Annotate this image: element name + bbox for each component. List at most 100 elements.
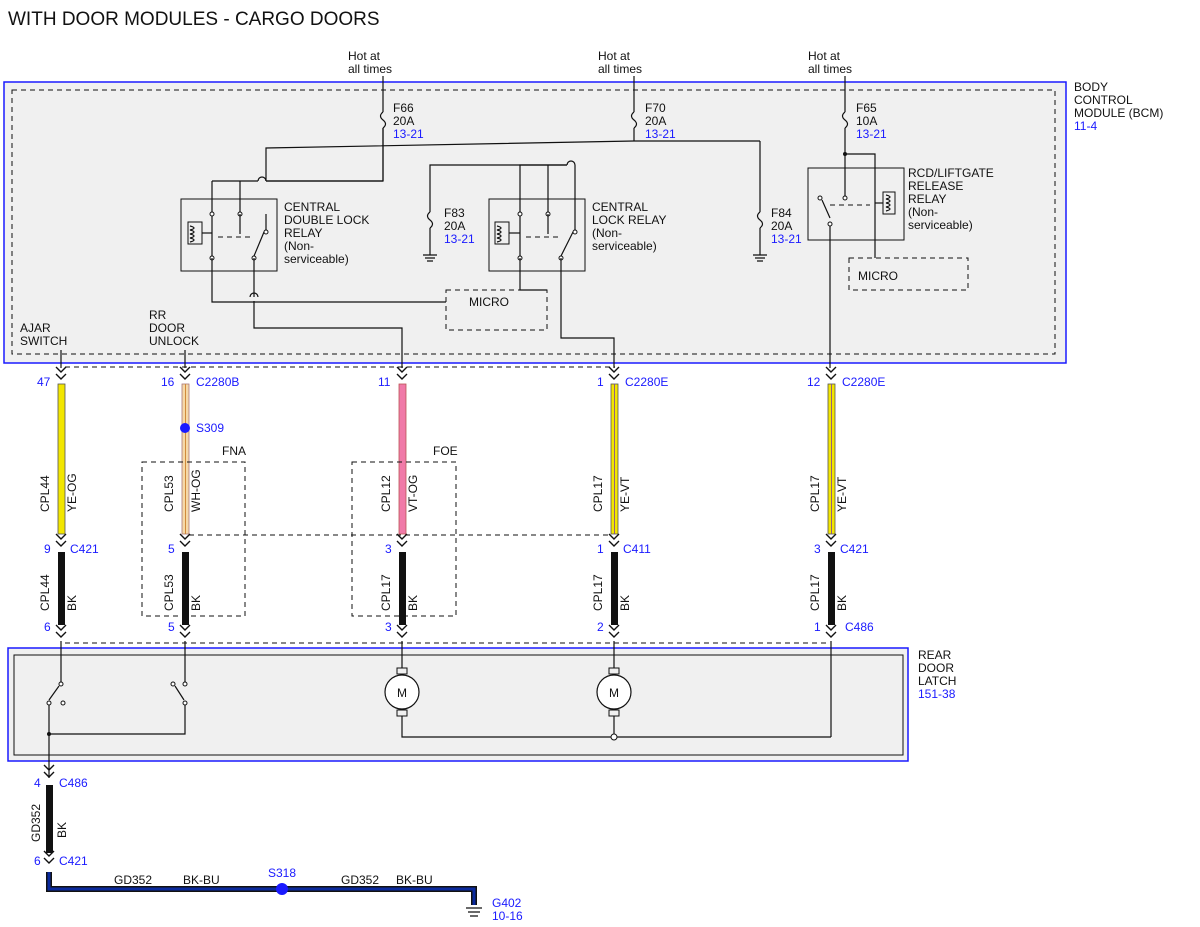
pin-mid-c1: 9 bbox=[44, 542, 51, 556]
ground-circuit: GD352 bbox=[29, 804, 43, 842]
splice-s318-label: S318 bbox=[268, 866, 296, 880]
circuit-bot-c3: CPL17 bbox=[379, 574, 393, 611]
color-top-c1: YE-OG bbox=[65, 473, 79, 512]
connector-bot-c2 bbox=[179, 624, 191, 638]
pin-mid-c5: 3 bbox=[814, 542, 821, 556]
bcm-inner-dashed bbox=[11, 89, 1056, 355]
pin-bot-c3: 3 bbox=[385, 620, 392, 634]
connector-top-c5 bbox=[825, 366, 837, 380]
color-bot-c3: BK bbox=[406, 595, 420, 611]
pin-mid-c4: 1 bbox=[597, 542, 604, 556]
color-top-c2: WH-OG bbox=[189, 469, 203, 512]
color-top-c4: YE-VT bbox=[618, 476, 632, 512]
color-top-c5: YE-VT bbox=[835, 476, 849, 512]
fuse-f84-rating: 20A bbox=[771, 219, 792, 233]
connector-top-c4 bbox=[608, 366, 620, 380]
circuit-top-c2: CPL53 bbox=[162, 475, 176, 512]
color-bot-c2: BK bbox=[189, 595, 203, 611]
circuit-top-c5: CPL17 bbox=[808, 475, 822, 512]
color-bot-c4: BK bbox=[618, 595, 632, 611]
connector-mid-c5 bbox=[825, 533, 837, 547]
pin-bot-c2: 5 bbox=[168, 620, 175, 634]
ground-f83 bbox=[423, 254, 437, 262]
ground-g402-id: G402 bbox=[492, 896, 522, 910]
rear-door-latch-inner bbox=[13, 654, 904, 756]
pin-top-c1: 47 bbox=[37, 375, 51, 389]
diagram-title: WITH DOOR MODULES - CARGO DOORS bbox=[8, 9, 380, 30]
connector-mid-c4 bbox=[608, 533, 620, 547]
fuse-f70-rating: 20A bbox=[645, 114, 666, 128]
wire-c4-bot bbox=[611, 552, 618, 625]
circuit-bot-c5: CPL17 bbox=[808, 574, 822, 611]
pin-mid-c3: 3 bbox=[385, 542, 392, 556]
motor-1 bbox=[384, 674, 420, 710]
fuse-f66-name: F66 bbox=[393, 101, 414, 115]
wire-c2-bot bbox=[182, 552, 189, 625]
circuit-bot-c1: CPL44 bbox=[38, 574, 52, 611]
bcm-ref: 11-4 bbox=[1074, 119, 1097, 133]
fuse-f84-ref: 13-21 bbox=[771, 232, 802, 246]
splice-s309 bbox=[180, 423, 190, 433]
wire-c1-top bbox=[57, 383, 66, 535]
wire-c3-top bbox=[398, 383, 407, 535]
ground-pin-bot: 6 bbox=[34, 854, 41, 868]
fuse-f70-ref: 13-21 bbox=[645, 127, 676, 141]
fuse-f65-ref: 13-21 bbox=[856, 127, 887, 141]
connector-mid-c2 bbox=[179, 533, 191, 547]
circuit-top-c1: CPL44 bbox=[38, 475, 52, 512]
wire-ground-run bbox=[47, 872, 476, 905]
conn-mid-c4: C411 bbox=[623, 542, 651, 556]
fuse-f66-rating: 20A bbox=[393, 114, 414, 128]
fuse-f65-name: F65 bbox=[856, 101, 877, 115]
ground-color: BK bbox=[55, 822, 69, 838]
conn-top-c5: C2280E bbox=[842, 375, 885, 389]
circuit-top-c4: CPL17 bbox=[591, 475, 605, 512]
connector-mid-c1 bbox=[55, 533, 67, 547]
central-double-lock-relay-box bbox=[180, 198, 278, 272]
connector-bot-c3 bbox=[396, 624, 408, 638]
circuit-bot-c4: CPL17 bbox=[591, 574, 605, 611]
motor-2-label: M bbox=[609, 686, 619, 700]
connector-mid-c3 bbox=[396, 533, 408, 547]
color-top-c3: VT-OG bbox=[406, 475, 420, 512]
wire-c3-bot bbox=[399, 552, 406, 625]
conn-mid-c1: C421 bbox=[70, 542, 99, 556]
micro-box-1 bbox=[445, 289, 548, 331]
rcd-liftgate-relay-box bbox=[807, 167, 905, 241]
fuse-f83-rating: 20A bbox=[444, 219, 465, 233]
option-foe-box bbox=[351, 461, 457, 617]
ground-conn-bot: C421 bbox=[59, 854, 88, 868]
fuse-f83-name: F83 bbox=[444, 206, 465, 220]
pin-top-c4: 1 bbox=[597, 375, 604, 389]
wire-c1-bot bbox=[58, 552, 65, 625]
option-foe-label: FOE bbox=[433, 444, 458, 458]
ground-run-color-left: BK-BU bbox=[183, 873, 220, 887]
ground-g402-ref: 10-16 bbox=[492, 909, 523, 923]
color-bot-c1: BK bbox=[65, 595, 79, 611]
fuse-f84-name: F84 bbox=[771, 206, 792, 220]
connector-bot-c5 bbox=[825, 624, 837, 638]
micro-label-1: MICRO bbox=[469, 295, 509, 309]
rear-door-latch-ref: 151-38 bbox=[918, 687, 956, 701]
option-fna-label: FNA bbox=[222, 444, 246, 458]
fuse-f66-symbol bbox=[379, 111, 387, 129]
fuse-f83-ref: 13-21 bbox=[444, 232, 475, 246]
connector-bot-c1 bbox=[55, 624, 67, 638]
color-bot-c5: BK bbox=[835, 595, 849, 611]
ground-run-circuit-left: GD352 bbox=[114, 873, 152, 887]
pin-bot-c1: 6 bbox=[44, 620, 51, 634]
conn-top-c4: C2280E bbox=[625, 375, 668, 389]
fuse-f70-name: F70 bbox=[645, 101, 666, 115]
circuit-bot-c2: CPL53 bbox=[162, 574, 176, 611]
ground-pin-top: 4 bbox=[34, 776, 41, 790]
micro-box-2 bbox=[848, 257, 969, 291]
